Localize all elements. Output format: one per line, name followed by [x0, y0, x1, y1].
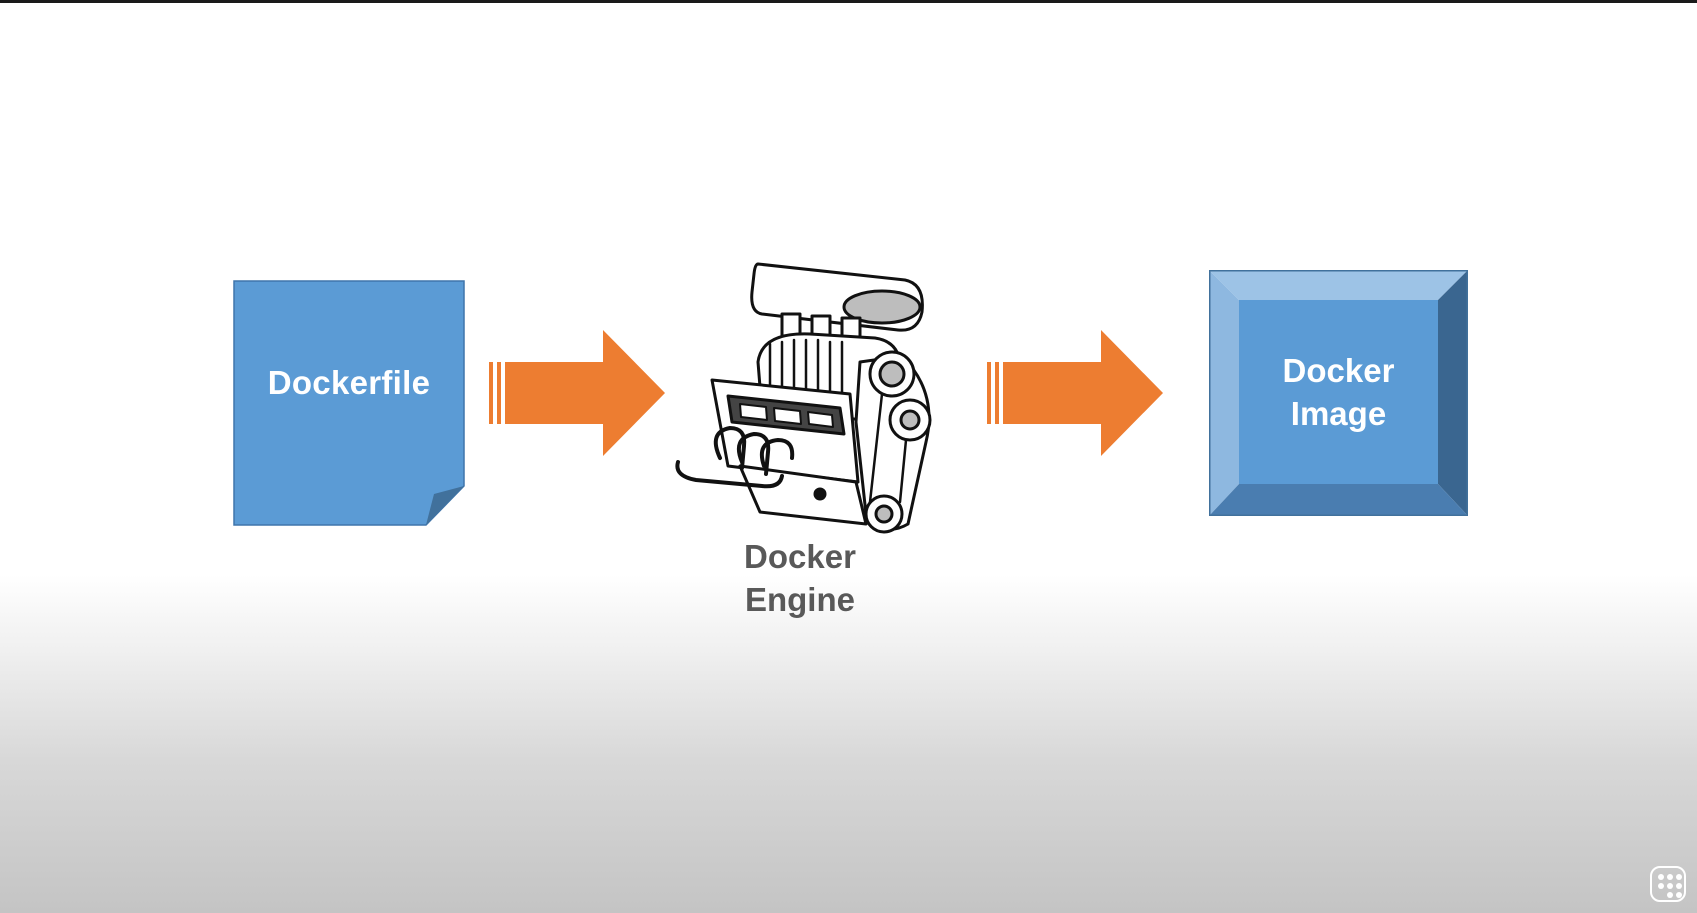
engine-label-line-1: Docker [744, 538, 856, 575]
car-engine-icon [675, 262, 932, 534]
video-player-logo-icon[interactable] [1648, 864, 1688, 904]
dockerfile-note-shape [233, 280, 465, 526]
dockerfile-label: Dockerfile [267, 364, 431, 401]
docker-engine-label: Docker Engine [690, 535, 910, 621]
dockerfile-node: Dockerfile [233, 280, 465, 526]
arrow-right-icon [489, 330, 665, 456]
docker-image-bevel-shape [1209, 270, 1468, 516]
top-border [0, 0, 1697, 3]
image-label-line-2: Image [1290, 395, 1387, 432]
image-label-line-1: Docker [1282, 352, 1395, 389]
docker-image-node: Docker Image [1209, 270, 1468, 516]
arrow-right-icon [987, 330, 1163, 456]
docker-image-label: Docker Image [1239, 300, 1438, 484]
engine-label-line-2: Engine [744, 581, 855, 618]
